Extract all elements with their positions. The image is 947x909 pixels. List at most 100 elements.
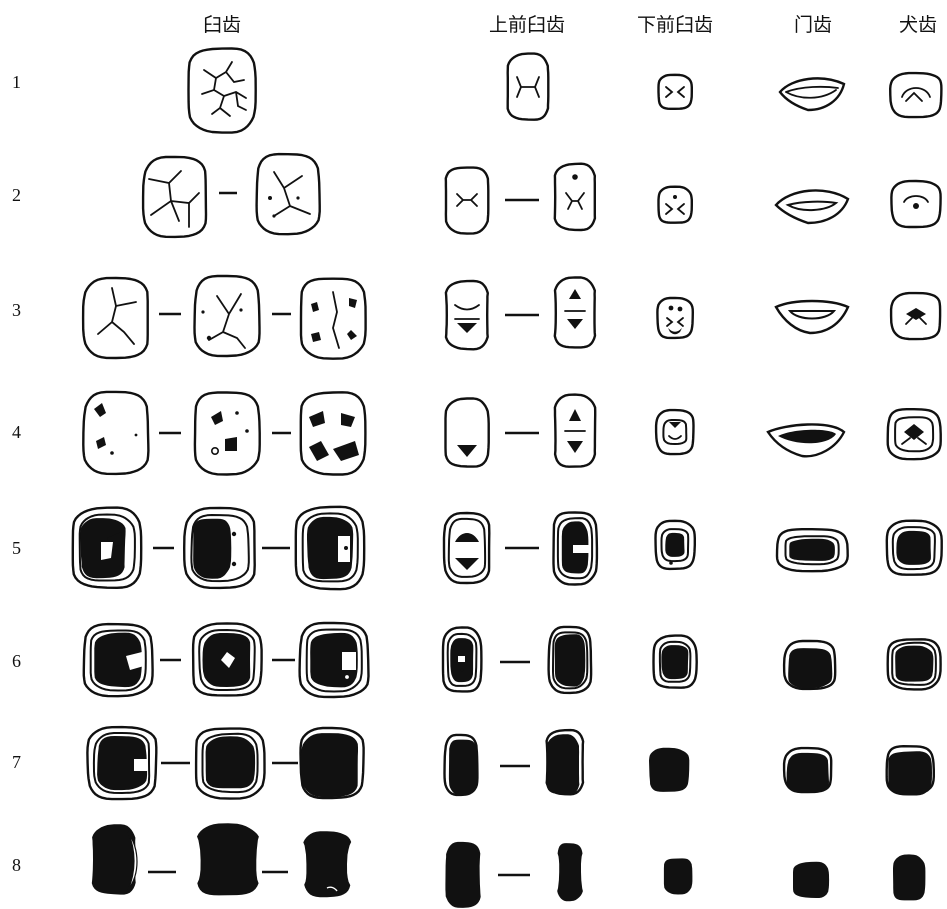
tooth-outline [301,279,366,359]
molar-stage-4b [195,393,260,475]
molar-stage-3a [83,278,148,358]
tooth-outline [776,301,848,333]
upper-premolar-stage-2a [446,168,489,234]
dentin-dot [669,561,673,565]
molar-stage-5b [184,508,255,588]
exposed-dentin [787,753,829,793]
lower-premolar-stage-5 [656,521,695,569]
tooth-outline [446,281,488,349]
dentin-dot [239,308,242,311]
canine-stage-2 [891,181,940,227]
dentin-dot [272,214,275,217]
tooth-outline [195,276,260,356]
exposed-dentin [557,843,583,901]
molar-stage-6b [193,623,262,695]
upper-premolar-stage-6b [549,627,592,693]
molar-stage-3b [195,276,260,356]
dentin-dot [572,174,578,180]
exposed-dentin [301,733,358,797]
tooth-outline [189,49,256,133]
lower-premolar-stage-4 [656,410,693,454]
dentin-spot [225,437,237,451]
upper-premolar-stage-8a [445,842,480,908]
lower-premolar-stage-7 [649,748,689,792]
exposed-dentin [197,823,259,895]
molar-stage-8b [197,823,259,895]
canine-stage-6 [888,639,941,689]
tooth-outline [555,277,595,347]
molar-stage-3c [301,279,366,359]
canine-stage-1 [890,73,941,117]
dentin-dot [268,196,272,200]
molar-stage-4c [301,392,366,474]
exposed-dentin [555,634,586,686]
exposed-dentin [788,648,832,688]
dentin-dot [296,196,299,199]
upper-premolar-stage-8b [557,843,583,901]
upper-premolar-stage-4a [446,399,489,467]
enamel-island [573,545,589,553]
exposed-dentin [546,734,579,794]
molar-stage-7b [196,729,264,799]
incisor-stage-3 [776,301,848,333]
molar-stage-8a [92,824,137,894]
tooth-outline [656,410,693,454]
tooth-outline [195,393,260,475]
exposed-dentin [445,842,480,908]
exposed-dentin [893,854,925,900]
upper-premolar-stage-3b [555,277,595,347]
dentin-dot [245,429,249,433]
dentin-pit [212,448,218,454]
dentin-dot [201,310,204,313]
enamel-island [338,536,350,562]
upper-premolar-stage-2b [555,164,595,230]
upper-premolar-stage-5b [554,513,597,585]
tooth-outline [659,187,692,223]
molar-stage-6c [300,623,369,697]
enamel-island [458,656,465,662]
molar-stage-2b [257,154,320,234]
incisor-stage-1 [780,78,844,110]
upper-premolar-stage-7b [546,730,583,794]
canine-stage-8 [893,854,925,900]
molar-stage-7a [87,727,156,799]
exposed-dentin [793,862,829,898]
canine-stage-4 [888,409,941,459]
incisor-stage-7 [784,748,831,793]
tooth-outline [659,75,692,109]
molar-stage-5c [296,507,364,589]
lower-premolar-stage-6 [654,636,697,688]
exposed-dentin [789,539,835,561]
exposed-dentin [193,519,231,579]
exposed-dentin [206,736,256,788]
molar-stage-2a [143,157,206,237]
dentin-dot [669,306,674,311]
incisor-stage-5 [777,529,848,571]
upper-premolar-stage-3a [446,281,488,349]
lower-premolar-stage-1 [659,75,692,109]
tooth-outline [555,164,595,230]
dentin-dot [135,434,138,437]
canine-stage-7 [887,746,934,795]
exposed-dentin [895,646,933,682]
upper-premolar-stage-1 [508,54,549,120]
enamel-island [342,652,356,670]
dentin-dot [232,532,236,536]
enamel-island [134,759,148,771]
exposed-dentin [449,740,478,796]
incisor-stage-6 [784,641,835,689]
lower-premolar-stage-8 [664,858,693,894]
molar-stage-6a [84,624,153,696]
dentin-dot [207,336,211,340]
dentin-dot [461,669,463,671]
dentin-dot [110,451,114,455]
molar-stage-7c [301,728,364,798]
dentin-pit [345,675,350,680]
incisor-stage-2 [776,190,848,223]
exposed-dentin [661,645,688,679]
molar-stage-1 [189,49,256,133]
exposed-dentin [665,533,684,557]
upper-premolar-stage-7a [445,735,478,796]
